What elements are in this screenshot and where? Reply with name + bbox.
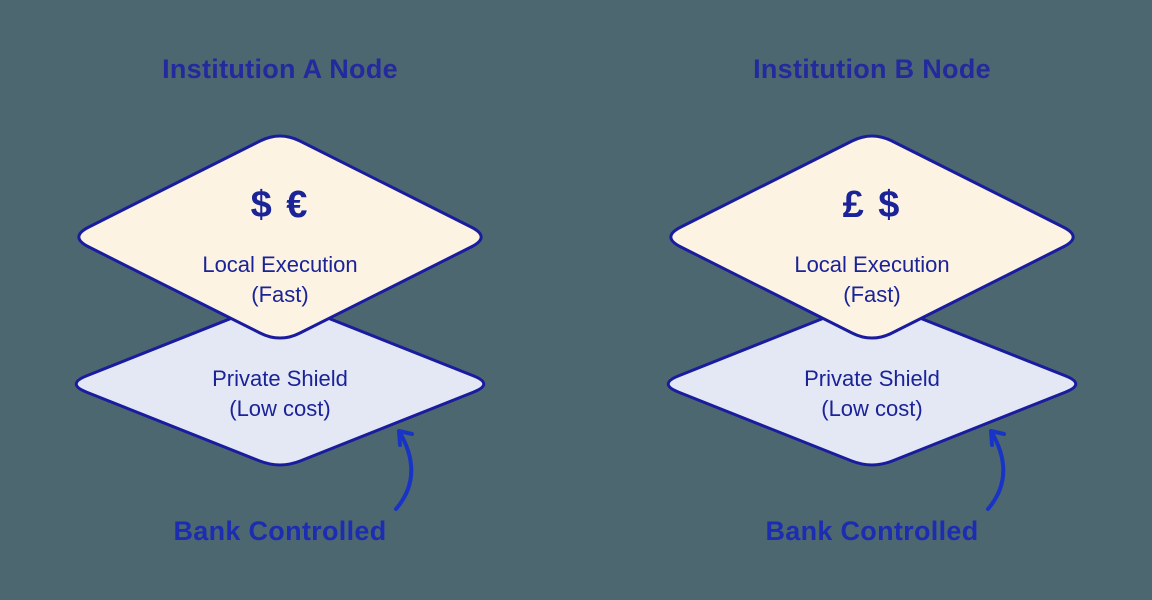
local-execution-diamond xyxy=(77,134,483,340)
execution-note: (Fast) xyxy=(251,282,308,307)
curved-arrow-icon xyxy=(986,429,1006,511)
institution-a-node-group: Institution A Node $ € Local Execution (… xyxy=(0,0,560,600)
local-execution-diamond xyxy=(669,134,1075,340)
execution-label: Local Execution xyxy=(794,252,949,277)
institution-a-title: Institution A Node xyxy=(162,54,398,84)
shield-label: Private Shield xyxy=(212,366,348,391)
shield-label: Private Shield xyxy=(804,366,940,391)
shield-note: (Low cost) xyxy=(229,396,330,421)
execution-label: Local Execution xyxy=(202,252,357,277)
institution-b-node-group: Institution B Node £ $ Local Execution (… xyxy=(592,0,1152,600)
bank-controlled-label: Bank Controlled xyxy=(173,516,387,546)
institution-b-diagram: £ $ Local Execution (Fast) Private Shiel… xyxy=(666,134,1078,511)
curved-arrow-icon xyxy=(394,429,414,511)
institution-a-diagram: $ € Local Execution (Fast) Private Shiel… xyxy=(74,134,486,511)
execution-note: (Fast) xyxy=(843,282,900,307)
institution-b-title: Institution B Node xyxy=(753,54,991,84)
bank-controlled-label: Bank Controlled xyxy=(765,516,979,546)
shield-note: (Low cost) xyxy=(821,396,922,421)
currency-symbols: $ € xyxy=(251,184,310,226)
currency-symbols: £ $ xyxy=(843,184,902,226)
